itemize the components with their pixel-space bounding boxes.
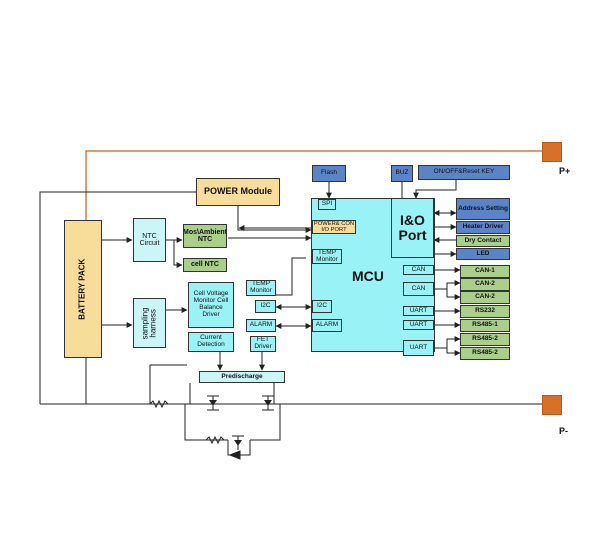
mcu-port-can-1: CAN (403, 265, 434, 275)
mcu-port-uart-1: UART (403, 306, 434, 316)
flash: Flash (312, 165, 346, 182)
spi: SPI (318, 199, 336, 210)
mcu-port-uart-2: UART (403, 320, 434, 330)
power-con-io-port: POWER& CON I/O PORT (312, 220, 356, 234)
mcu-port-can-2: CAN (403, 282, 434, 296)
mcu-port-uart-3: UART (403, 340, 434, 356)
ntc-circuit: NTC Circuit (133, 218, 166, 262)
output-rs232: RS232 (460, 305, 510, 318)
temp-monitor-mcu: TEMP Monitor (312, 249, 342, 264)
sampling-harness: sampling harness (133, 298, 166, 348)
p-plus-wire (85, 150, 542, 220)
output-can-1: CAN-1 (460, 265, 510, 278)
fet-driver: FET Driver (250, 336, 276, 352)
p-minus-terminal (542, 395, 562, 415)
output-can-2a: CAN-2 (460, 278, 510, 291)
mcu-label: MCU (352, 268, 384, 284)
p-plus-label: P+ (559, 166, 571, 176)
io-port: I&O Port (391, 198, 434, 258)
alarm-mcu: ALARM (312, 319, 342, 332)
heater-driver: Heater Driver (456, 221, 510, 234)
p-plus-terminal (542, 142, 562, 162)
power-module: POWER Module (196, 178, 280, 206)
cell-ntc: cell NTC (183, 258, 227, 272)
output-rs485-2b: RS485-2 (460, 347, 510, 360)
buzzer: BUZ (391, 165, 413, 182)
cell-voltage-monitor: Cell Voltage Monitor Cell Balance Driver (188, 282, 234, 328)
alarm-afe: ALARM (246, 319, 276, 332)
sampling-harness-label: sampling harness (140, 306, 158, 340)
battery-pack-label: BATTERY PACK (77, 258, 87, 320)
output-rs485-2a: RS485-2 (460, 333, 510, 346)
output-can-2b: CAN-2 (460, 291, 510, 304)
predischarge: Predischarge (199, 371, 285, 383)
led: LED (456, 248, 510, 260)
battery-pack: BATTERY PACK (64, 220, 102, 358)
i2c-mcu: I2C (312, 300, 332, 313)
output-rs485-1: RS485-1 (460, 319, 510, 332)
temp-monitor-afe: TEMP Monitor (246, 280, 276, 296)
on-off-reset-key: ON/OFF&Reset KEY (418, 165, 510, 180)
dry-contact: Dry Contact (456, 235, 510, 247)
i2c-afe: I2C (255, 300, 276, 313)
address-setting: Address Setting (456, 198, 510, 220)
mos-ambient-ntc: Mos\Ambient NTC (183, 224, 227, 248)
p-minus-label: P- (559, 426, 568, 436)
current-detection: Current Detection (188, 332, 234, 352)
